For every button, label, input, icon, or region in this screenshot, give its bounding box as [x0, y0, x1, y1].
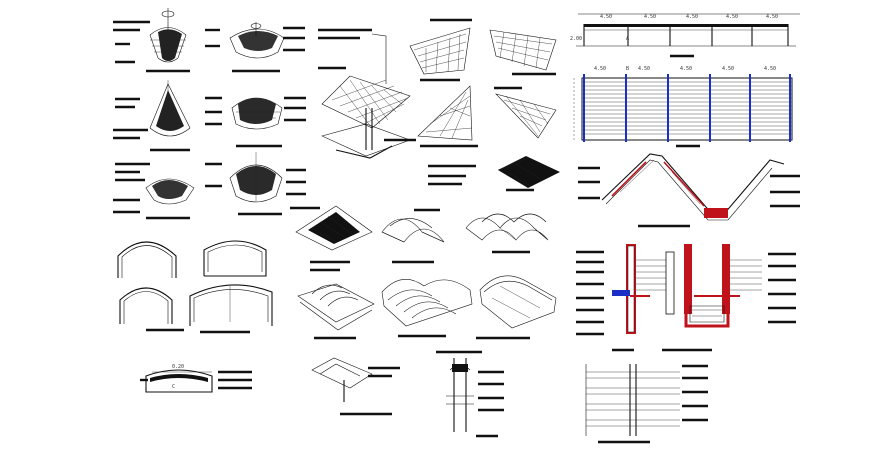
barrel-vault-1 — [297, 283, 375, 340]
groin-vault-2 — [465, 213, 549, 254]
column-foundation-detail — [436, 350, 504, 438]
plan-dim-4: 4.50 — [722, 66, 734, 72]
shell-dome-detail-2 — [205, 22, 305, 73]
wall-section-detail — [585, 364, 708, 444]
plan-dim-2: 4.50 — [638, 66, 650, 72]
hypar-panel-5 — [428, 156, 560, 192]
arch-elevation-2 — [203, 240, 267, 277]
grid-mark-b: B — [626, 66, 629, 72]
elev-dim-4: 4.50 — [726, 14, 738, 20]
canopy-section-detail — [311, 357, 400, 416]
gutter-column-section — [576, 244, 796, 352]
elev-dim-1: 4.50 — [600, 14, 612, 20]
shell-saddle-detail-5 — [113, 162, 195, 220]
plan-dim-3: 4.50 — [680, 66, 692, 72]
barrel-vault-2 — [381, 279, 473, 338]
beam-section-detail: 0.20 C — [140, 364, 252, 393]
twisted-shell-axonometric — [290, 205, 373, 272]
arch-elevation-3 — [119, 287, 184, 332]
elev-dim-2: 4.50 — [644, 14, 656, 20]
section-mark-c: C — [172, 384, 175, 390]
elev-dim-3: 4.50 — [686, 14, 698, 20]
grid-mark-a: A — [626, 36, 629, 42]
arch-elevation-1 — [117, 241, 177, 278]
shell-dome-detail-4 — [205, 96, 306, 148]
hypar-panel-4 — [494, 86, 557, 139]
shell-dome-detail-6 — [205, 152, 306, 216]
shell-cone-detail-3 — [113, 80, 191, 152]
section-top-dim: 0.20 — [172, 364, 184, 370]
hypar-panel-1 — [409, 18, 472, 82]
barrel-vault-3 — [476, 275, 557, 340]
hypar-panel-2 — [489, 29, 557, 76]
hypar-panel-3 — [417, 85, 478, 148]
elev-height-dim: 2.00 — [570, 36, 582, 42]
canopy-elevation: 4.50 4.50 4.50 4.50 4.50 2.00 A — [570, 13, 800, 58]
arch-elevation-4 — [189, 284, 273, 334]
elev-dim-5: 4.50 — [766, 14, 778, 20]
shell-dome-detail-1 — [113, 8, 190, 73]
canopy-plan: 4.50 4.50 4.50 4.50 4.50 B — [573, 66, 793, 148]
plan-dim-5: 4.50 — [764, 66, 776, 72]
groin-vault-1 — [381, 208, 445, 264]
folded-plate-section — [578, 153, 800, 228]
plan-dim-1: 4.50 — [594, 66, 606, 72]
hypar-umbrella-axonometric — [318, 28, 416, 159]
